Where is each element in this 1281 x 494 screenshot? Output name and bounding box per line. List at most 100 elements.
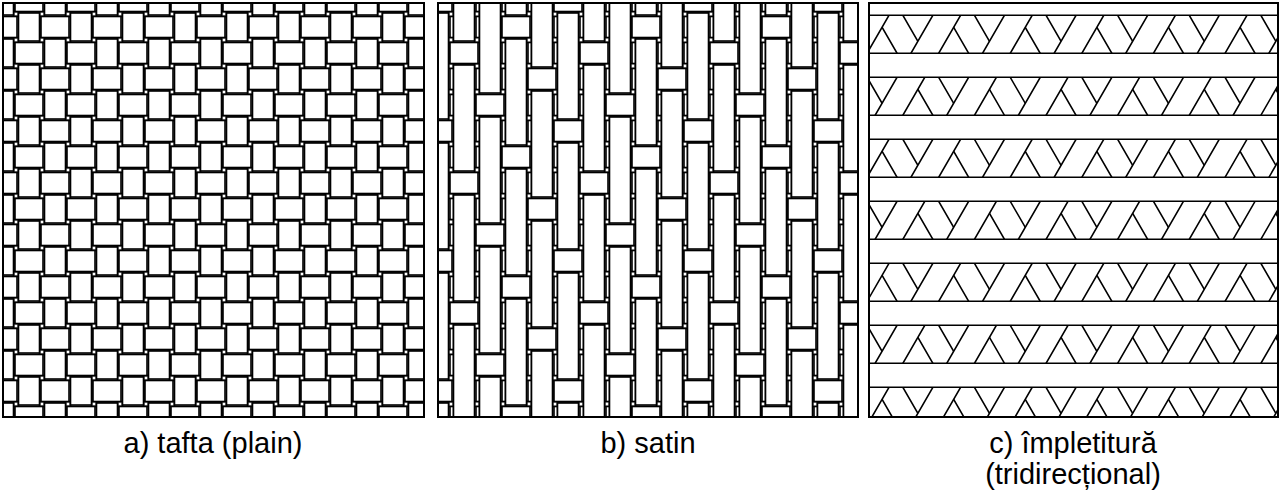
yarn-segment — [45, 39, 66, 67]
yarn-segment — [532, 3, 553, 67]
yarn-segment — [71, 377, 92, 405]
yarn-segment — [476, 355, 504, 376]
yarn-segment — [145, 329, 173, 350]
yarn-segment — [357, 247, 378, 275]
yarn-segment — [379, 95, 407, 116]
yarn-segment — [383, 325, 404, 353]
yarn-segment — [405, 173, 424, 194]
yarn-segment — [405, 121, 424, 142]
yarn-segment — [19, 169, 40, 197]
yarn-segment — [554, 3, 582, 12]
yarn-segment — [357, 143, 378, 171]
yarn-segment — [788, 69, 816, 90]
yarn-segment — [305, 143, 326, 171]
yarn-segment — [253, 3, 274, 15]
yarn-segment — [3, 195, 14, 223]
yarn-segment — [301, 173, 329, 194]
yarn-segment — [71, 13, 92, 41]
yarn-segment — [636, 3, 657, 15]
yarn-segment — [357, 299, 378, 327]
yarn-segment — [123, 221, 144, 249]
yarn-segment — [123, 13, 144, 41]
yarn-segment — [175, 377, 196, 405]
yarn-segment — [636, 3, 657, 15]
yarn-segment — [762, 147, 790, 168]
yarn-segment — [197, 17, 225, 38]
yarn-segment — [3, 403, 14, 417]
yarn-segment — [15, 251, 43, 272]
yarn-segment — [175, 117, 196, 145]
yarn-segment — [97, 3, 118, 15]
yarn-segment — [227, 377, 248, 405]
plain-weave — [3, 3, 424, 417]
yarn-segment — [736, 355, 764, 376]
yarn-segment — [383, 273, 404, 301]
yarn-segment — [201, 39, 222, 67]
yarn-segment — [480, 377, 501, 417]
yarn-segment — [658, 329, 686, 350]
yarn-segment — [197, 69, 225, 90]
yarn-segment — [119, 3, 147, 12]
yarn-segment — [253, 195, 274, 223]
yarn-segment — [201, 403, 222, 417]
yarn-segment — [658, 69, 686, 90]
yarn-segment — [353, 173, 381, 194]
yarn-segment — [383, 325, 404, 353]
yarn-segment — [357, 195, 378, 223]
yarn-segment — [227, 221, 248, 249]
yarn-segment — [792, 221, 813, 327]
yarn-segment — [249, 381, 277, 402]
yarn-segment — [331, 13, 352, 41]
yarn-segment — [275, 199, 303, 220]
yarn-segment — [327, 199, 355, 220]
yarn-segment — [145, 173, 173, 194]
yarn-segment — [409, 247, 425, 275]
yarn-segment — [67, 407, 95, 418]
yarn-segment — [19, 377, 40, 405]
yarn-segment — [438, 121, 452, 142]
yarn-segment — [171, 355, 199, 376]
yarn-segment — [201, 299, 222, 327]
yarn-segment — [331, 13, 352, 41]
yarn-segment — [438, 381, 452, 402]
yarn-segment — [197, 121, 225, 142]
yarn-segment — [71, 13, 92, 41]
yarn-segment — [301, 121, 329, 142]
yarn-segment — [15, 147, 43, 168]
yarn-segment — [119, 147, 147, 168]
yarn-segment — [528, 69, 556, 90]
yarn-segment — [327, 303, 355, 324]
yarn-segment — [379, 199, 407, 220]
yarn-segment — [606, 95, 634, 116]
yarn-segment — [223, 43, 251, 64]
yarn-segment — [301, 17, 329, 38]
yarn-segment — [145, 225, 173, 246]
yarn-segment — [227, 221, 248, 249]
yarn-segment — [149, 91, 170, 119]
yarn-segment — [223, 251, 251, 272]
yarn-segment — [227, 169, 248, 197]
yarn-segment — [606, 225, 634, 246]
yarn-segment — [201, 3, 222, 15]
yarn-segment — [554, 381, 582, 402]
yarn-segment — [532, 91, 553, 197]
yarn-segment — [305, 403, 326, 417]
yarn-segment — [253, 351, 274, 379]
yarn-segment — [175, 273, 196, 301]
yarn-segment — [93, 121, 121, 142]
yarn-segment — [249, 121, 277, 142]
satin-weave — [438, 3, 858, 417]
yarn-segment — [331, 221, 352, 249]
yarn-segment — [658, 69, 686, 90]
yarn-segment — [357, 143, 378, 171]
yarn-segment — [305, 195, 326, 223]
yarn-segment — [197, 381, 225, 402]
yarn-segment — [327, 43, 355, 64]
yarn-segment — [688, 403, 709, 417]
yarn-segment — [19, 65, 40, 93]
yarn-segment — [632, 147, 660, 168]
yarn-segment — [662, 351, 683, 417]
yarn-segment — [67, 355, 95, 376]
yarn-segment — [357, 247, 378, 275]
yarn-segment — [383, 377, 404, 405]
